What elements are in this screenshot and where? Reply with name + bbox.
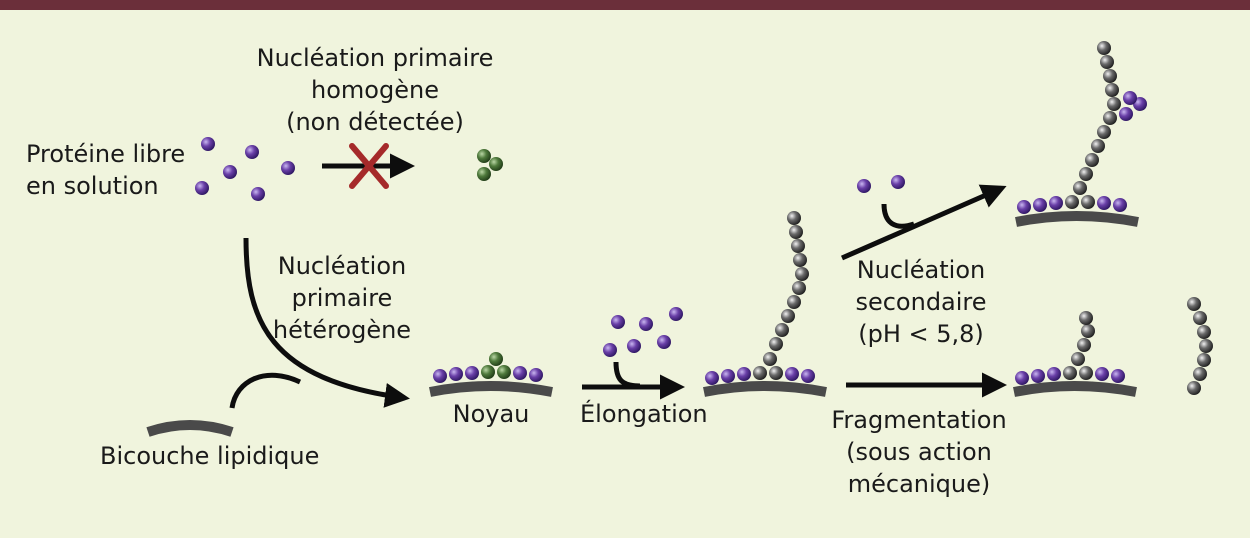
label-heterogeneous-nucleation: Nucléation primaire hétérogène [272,252,412,344]
homogeneous-seed [477,149,503,181]
fibril-secondary [1015,41,1147,227]
elongation-hook [613,361,641,389]
fibril-elongated [703,211,827,397]
secondary-monomers [857,175,905,193]
label-nucleus: Noyau [452,400,530,428]
lipid-bilayer [146,420,234,437]
heterogeneous-arrow [243,237,410,408]
label-free-protein: Protéine libre en solution [26,140,186,200]
nucleus [429,352,553,397]
fibril-fragmented [1013,311,1137,397]
label-elongation: Élongation [580,400,708,428]
bilayer-join-arrow [229,372,302,409]
blocked-cross-icon [349,143,389,189]
elongation-monomers [603,307,683,357]
secondary-arrow [840,184,1007,261]
free-protein-monomers [195,137,295,201]
secondary-hook [881,203,915,229]
label-fragmentation: Fragmentation (sous action mécanique) [831,406,1007,498]
fibril-fragment [1187,297,1213,395]
label-lipid-bilayer: Bicouche lipidique [100,442,320,470]
label-homogeneous-nucleation: Nucléation primaire homogène (non détect… [256,44,494,136]
label-secondary-nucleation: Nucléation secondaire (pH < 5,8) [855,256,987,348]
header-bar [0,0,1250,10]
